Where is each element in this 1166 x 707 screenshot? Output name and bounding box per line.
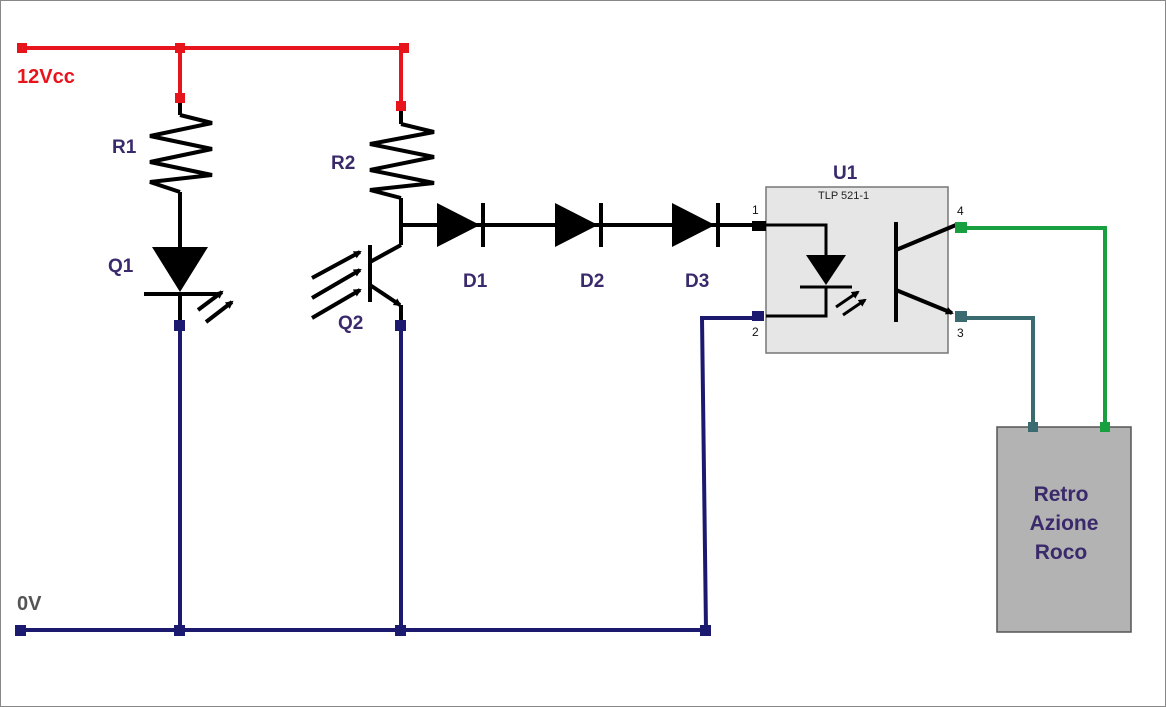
d3-label: D3 (685, 271, 709, 292)
supply-rail (22, 46, 404, 106)
d1-label: D1 (463, 271, 488, 292)
r2-label: R2 (331, 153, 355, 174)
resistor-r1 (149, 103, 213, 247)
supply-nodes (17, 43, 409, 111)
u1-pin-1 (752, 221, 766, 231)
supply-label: 12Vcc (17, 66, 75, 88)
u1-led-emission-2 (842, 298, 867, 317)
u1-internal-transistor (894, 222, 957, 322)
pin3-output-wire (967, 316, 1035, 428)
u1-led-triangle (806, 255, 846, 285)
led-q1 (144, 247, 234, 324)
q2-label: Q2 (338, 313, 363, 334)
pin-4-label: 4 (957, 204, 964, 218)
u1-led-emission-1 (835, 290, 860, 309)
optocoupler-u1 (765, 186, 949, 354)
u1-pin-3 (955, 311, 967, 322)
diode-d1 (437, 203, 485, 247)
ground-label: 0V (17, 593, 42, 615)
d2-label: D2 (580, 271, 604, 292)
r1-label: R1 (112, 137, 137, 158)
pin-3-label: 3 (957, 326, 964, 340)
phototransistor-q2 (310, 243, 403, 322)
pin4-output-wire (967, 226, 1107, 428)
u1-pin-4 (955, 222, 967, 233)
module-terminal-b (1100, 422, 1110, 432)
module-label-line3: Roco (1035, 541, 1088, 564)
diode-d3 (672, 203, 720, 247)
pin-1-label: 1 (752, 203, 759, 217)
q1-label: Q1 (108, 256, 134, 277)
pin-2-label: 2 (752, 325, 759, 339)
module-label-line2: Azione (1030, 512, 1099, 535)
ground-nodes (15, 320, 711, 636)
module-terminal-a (1028, 422, 1038, 432)
u1-part-number: TLP 521-1 (818, 190, 869, 202)
module-label-line1: Retro (1034, 483, 1089, 506)
diode-d2 (555, 203, 603, 247)
u1-internal-led (766, 223, 828, 318)
resistor-r2 (369, 111, 435, 245)
u1-pin-2 (752, 311, 764, 321)
u1-label: U1 (833, 163, 858, 184)
retro-azione-module (996, 426, 1132, 633)
ground-rail (20, 316, 757, 632)
